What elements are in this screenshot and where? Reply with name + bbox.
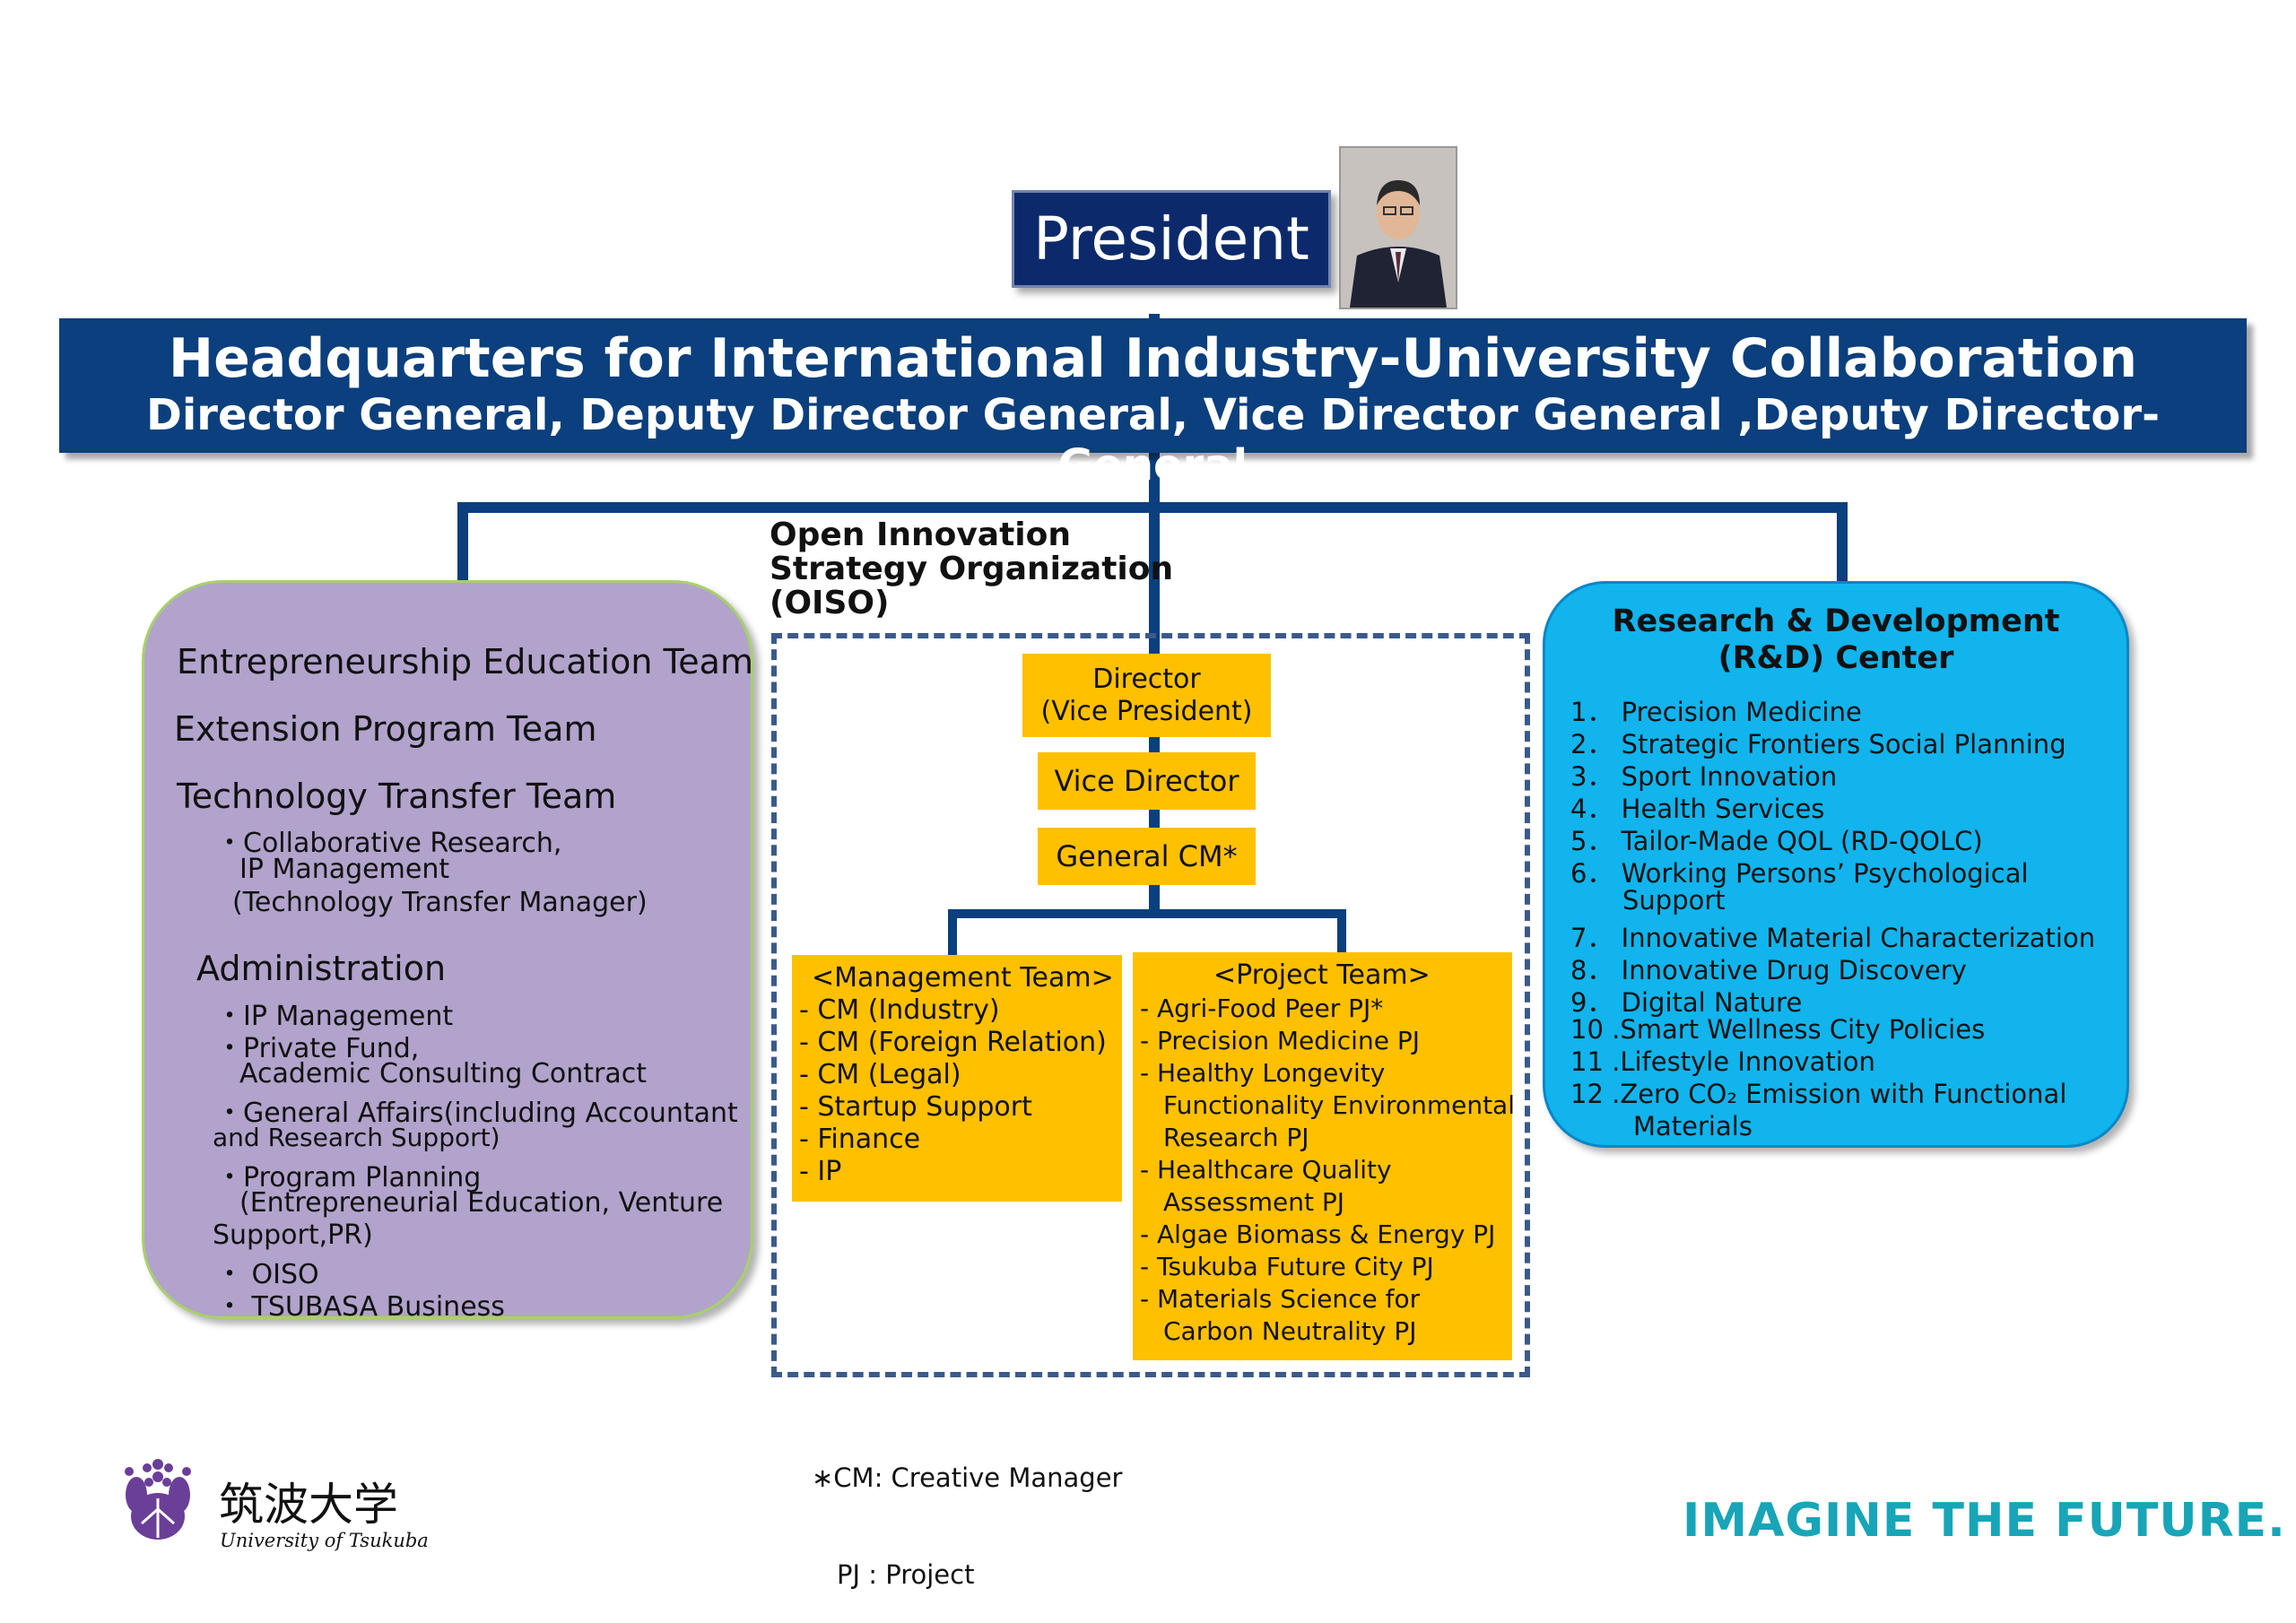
- team-entrepreneurship-education: Entrepreneurship Education Team: [177, 642, 753, 681]
- rd-center-title: Research & Development (R&D) Center: [1545, 603, 2126, 677]
- president-photo: [1339, 146, 1457, 309]
- president-label: President: [1033, 204, 1309, 273]
- director-box: Director (Vice President): [1022, 654, 1271, 737]
- admin-item: Academic Consulting Contract: [239, 1058, 647, 1089]
- headquarters-banner: Headquarters for International Industry-…: [59, 318, 2247, 490]
- footnote: ∗CM: Creative Manager PJ : Project: [812, 1397, 1122, 1623]
- management-team-box: <Management Team> - CM (Industry) - CM (…: [792, 955, 1122, 1202]
- management-team-item: - Finance: [799, 1124, 921, 1155]
- rd-item: 9． Digital Nature: [1570, 987, 1803, 1018]
- paulownia-logo-icon: [125, 1459, 191, 1540]
- oiso-label-line: Open Innovation: [770, 516, 1072, 553]
- oiso-label-line: (OISO): [770, 585, 890, 621]
- director-title: Director: [1092, 663, 1201, 695]
- university-name-japanese: 筑波大学: [219, 1479, 398, 1531]
- admin-item: ・General Affairs(including Accountant: [216, 1098, 738, 1129]
- headquarters-subtitle: Director General, Deputy Director Genera…: [146, 390, 2160, 490]
- tech-transfer-item: IP Management: [239, 854, 450, 885]
- rd-item: 6． Working Persons’ Psychological: [1570, 858, 2029, 889]
- management-team-item: - IP: [799, 1156, 842, 1187]
- project-team-item: - Healthcare Quality: [1140, 1155, 1392, 1185]
- tech-transfer-item: (Technology Transfer Manager): [232, 887, 648, 918]
- project-team-item: - Agri-Food Peer PJ*: [1140, 994, 1384, 1023]
- project-team-heading: <Project Team>: [1213, 959, 1431, 991]
- project-team-item: Carbon Neutrality PJ: [1163, 1316, 1417, 1346]
- rd-item: 4． Health Services: [1570, 794, 1825, 824]
- management-team-heading: <Management Team>: [812, 962, 1114, 994]
- teams-panel: Entrepreneurship Education Team Extensio…: [142, 580, 753, 1323]
- rd-item: 11 .Lifestyle Innovation: [1570, 1046, 1875, 1077]
- rd-title-line: (R&D) Center: [1718, 640, 1954, 676]
- rd-item: 5． Tailor-Made QOL (RD-QOLC): [1570, 826, 1983, 856]
- rd-item: Support: [1622, 885, 1726, 916]
- rd-item: 1． Precision Medicine: [1570, 697, 1862, 727]
- project-team-item: Functionality Environmental: [1163, 1090, 1515, 1120]
- project-team-item: Research PJ: [1163, 1123, 1309, 1152]
- project-team-item: - Algae Biomass & Energy PJ: [1140, 1219, 1496, 1249]
- admin-item: ・IP Management: [216, 1001, 454, 1032]
- management-team-item: - Startup Support: [799, 1091, 1032, 1123]
- project-team-item: - Materials Science for: [1140, 1284, 1421, 1314]
- management-team-item: - CM (Foreign Relation): [799, 1027, 1107, 1058]
- oiso-frame: [771, 633, 1530, 1377]
- project-team-item: - Tsukuba Future City PJ: [1140, 1252, 1434, 1281]
- rd-item: 3． Sport Innovation: [1570, 761, 1838, 792]
- rd-item: 7． Innovative Material Characterization: [1570, 923, 2096, 953]
- team-extension-program: Extension Program Team: [174, 709, 597, 749]
- oiso-label-line: Strategy Organization: [770, 551, 1174, 587]
- oiso-label: Open Innovation Strategy Organization (O…: [770, 518, 1173, 621]
- headquarters-title: Headquarters for International Industry-…: [168, 327, 2138, 390]
- management-team-item: - CM (Industry): [799, 994, 1000, 1026]
- project-team-item: Assessment PJ: [1163, 1187, 1345, 1217]
- admin-item: Support,PR): [213, 1219, 373, 1251]
- admin-item: ・Private Fund,: [216, 1033, 420, 1064]
- admin-item: ・ TSUBASA Business: [216, 1291, 505, 1323]
- rd-item: 8． Innovative Drug Discovery: [1570, 955, 1967, 985]
- vice-director-box: Vice Director: [1038, 752, 1256, 810]
- rd-item: 2． Strategic Frontiers Social Planning: [1570, 729, 2066, 759]
- slogan: IMAGINE THE FUTURE.: [1683, 1494, 2286, 1548]
- admin-item: ・Program Planning: [216, 1162, 482, 1193]
- general-cm-box: General CM*: [1038, 828, 1256, 885]
- footnote-line: PJ : Project: [837, 1559, 975, 1590]
- management-team-item: - CM (Legal): [799, 1059, 961, 1090]
- president-box: President: [1012, 190, 1331, 288]
- admin-item: ・ OISO: [216, 1259, 319, 1290]
- rd-item: 12 .Zero CO₂ Emission with Functional: [1570, 1079, 2067, 1109]
- university-name-english: University of Tsukuba: [220, 1530, 429, 1551]
- project-team-item: - Healthy Longevity: [1140, 1058, 1386, 1088]
- admin-item: and Research Support): [213, 1123, 500, 1152]
- rd-center-panel: Research & Development (R&D) Center 1． P…: [1543, 581, 2129, 1148]
- rd-title-line: Research & Development: [1612, 603, 2060, 639]
- project-team-item: - Precision Medicine PJ: [1140, 1026, 1420, 1055]
- rd-item: 10 .Smart Wellness City Policies: [1570, 1014, 1986, 1045]
- team-technology-transfer: Technology Transfer Team: [177, 777, 617, 816]
- director-subtitle: (Vice President): [1040, 695, 1253, 727]
- rd-item: Materials: [1633, 1111, 1752, 1141]
- administration-heading: Administration: [196, 949, 447, 988]
- tech-transfer-item: ・Collaborative Research,: [216, 828, 562, 859]
- admin-item: (Entrepreneurial Education, Venture: [239, 1187, 724, 1219]
- project-team-box: <Project Team> - Agri-Food Peer PJ* - Pr…: [1133, 952, 1515, 1360]
- footnote-line: ∗CM: Creative Manager: [812, 1462, 1123, 1493]
